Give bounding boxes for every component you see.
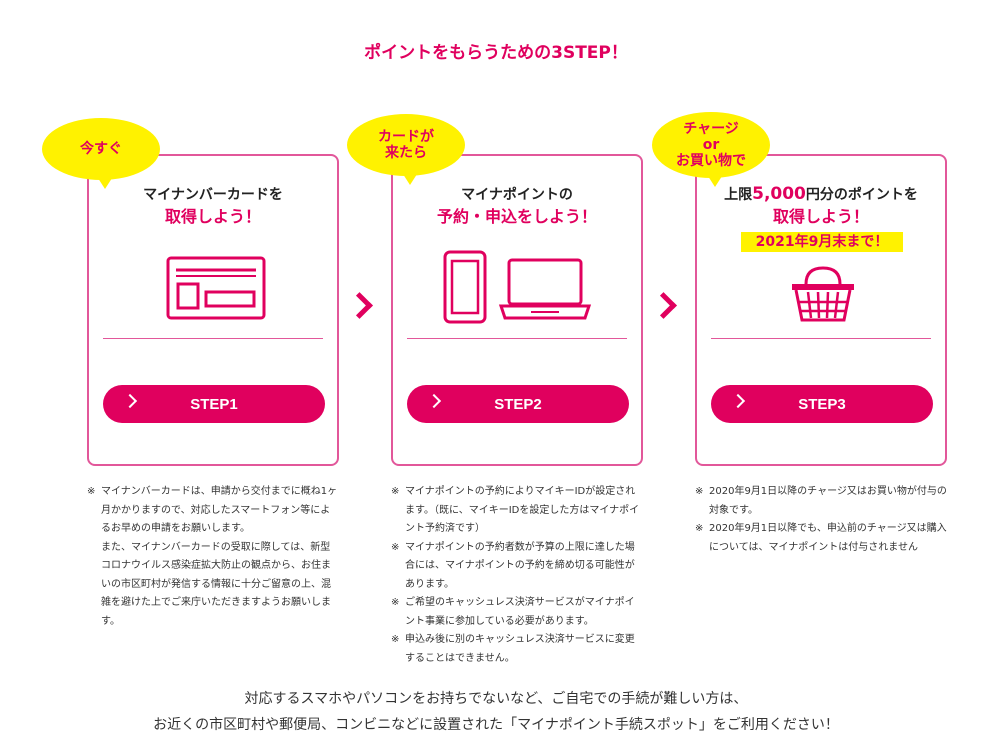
step3-notes: ※2020年9月1日以降のチャージ又はお買い物が付与の対象です。 ※2020年9… (695, 483, 947, 557)
note-item: ※申込み後に別のキャッシュレス決済サービスに変更することはできません。 (391, 634, 635, 664)
step2-badge-label: カードが 来たら (378, 129, 434, 161)
step2-notes: ※マイナポイントの予約によりマイキーIDが設定されます。（既に、マイキーIDを設… (391, 483, 643, 668)
step3-heading-line1: 上限5,000円分のポイントを (724, 184, 918, 204)
step1-button-label: STEP1 (190, 395, 238, 413)
step1-badge-label: 今すぐ (80, 141, 122, 157)
note-item: ※2020年9月1日以降のチャージ又はお買い物が付与の対象です。 (695, 486, 947, 516)
note-item: ※ご希望のキャッシュレス決済サービスがマイナポイント事業に参加している必要があり… (391, 597, 635, 627)
step3-card: 上限5,000円分のポイントを 取得しよう！ 2021年9月末まで！ STEP3 (695, 154, 947, 466)
deadline-badge: 2021年9月末まで！ (741, 232, 903, 252)
page-title: ポイントをもらうための3STEP！ (364, 43, 628, 63)
step1-card: マイナンバーカードを 取得しよう！ STEP1 (87, 154, 339, 466)
step2-button-label: STEP2 (494, 395, 542, 413)
chevron-right-icon (730, 393, 746, 409)
chevron-right-icon (650, 292, 677, 319)
shopping-basket-icon (792, 266, 854, 322)
chevron-right-icon (346, 292, 373, 319)
step1-divider (103, 338, 323, 339)
step2-button[interactable]: STEP2 (407, 385, 629, 423)
step1-badge: 今すぐ (42, 118, 160, 189)
step2-heading-line2: 予約・申込をしよう！ (436, 207, 597, 226)
step1-notes: ※マイナンバーカードは、申請から交付までに概ね1ヶ月かかりますので、対応したスマ… (87, 483, 339, 631)
step3-button[interactable]: STEP3 (711, 385, 933, 423)
step1-heading-line1: マイナンバーカードを (143, 187, 283, 203)
step1-button[interactable]: STEP1 (103, 385, 325, 423)
chevron-right-icon (122, 393, 138, 409)
note-item: ※2020年9月1日以降でも、申込前のチャージ又は購入については、マイナポイント… (695, 523, 947, 553)
phone-laptop-icon (443, 250, 592, 324)
step3-heading-line2: 取得しよう！ (772, 207, 869, 226)
footer-line2: お近くの市区町村や郵便局、コンビニなどに設置された「マイナポイント手続スポット」… (153, 717, 839, 733)
id-card-icon (166, 256, 266, 320)
chevron-right-icon (426, 393, 442, 409)
footer-line1: 対応するスマホやパソコンをお持ちでないなど、ご自宅での手続が難しい方は、 (244, 691, 748, 707)
step2-badge: カードが 来たら (347, 114, 465, 185)
step2-card: マイナポイントの 予約・申込をしよう！ STEP2 (391, 154, 643, 466)
step2-heading-line1: マイナポイントの (461, 187, 573, 203)
step3-badge-label: チャージ or お買い物で (676, 121, 746, 169)
step3-button-label: STEP3 (798, 395, 846, 413)
step3-divider (711, 338, 931, 339)
note-item: ※マイナポイントの予約者数が予算の上限に達した場合には、マイナポイントの予約を締… (391, 541, 635, 590)
note-item: また、マイナンバーカードの受取に際しては、新型コロナウイルス感染症拡大防止の観点… (101, 541, 331, 627)
point-amount: 5,000 (752, 184, 806, 204)
note-item: ※マイナンバーカードは、申請から交付までに概ね1ヶ月かかりますので、対応したスマ… (87, 486, 338, 534)
note-item: ※マイナポイントの予約によりマイキーIDが設定されます。（既に、マイキーIDを設… (391, 486, 640, 534)
step2-divider (407, 338, 627, 339)
step3-badge: チャージ or お買い物で (652, 112, 770, 187)
step1-heading-line2: 取得しよう！ (164, 207, 261, 226)
